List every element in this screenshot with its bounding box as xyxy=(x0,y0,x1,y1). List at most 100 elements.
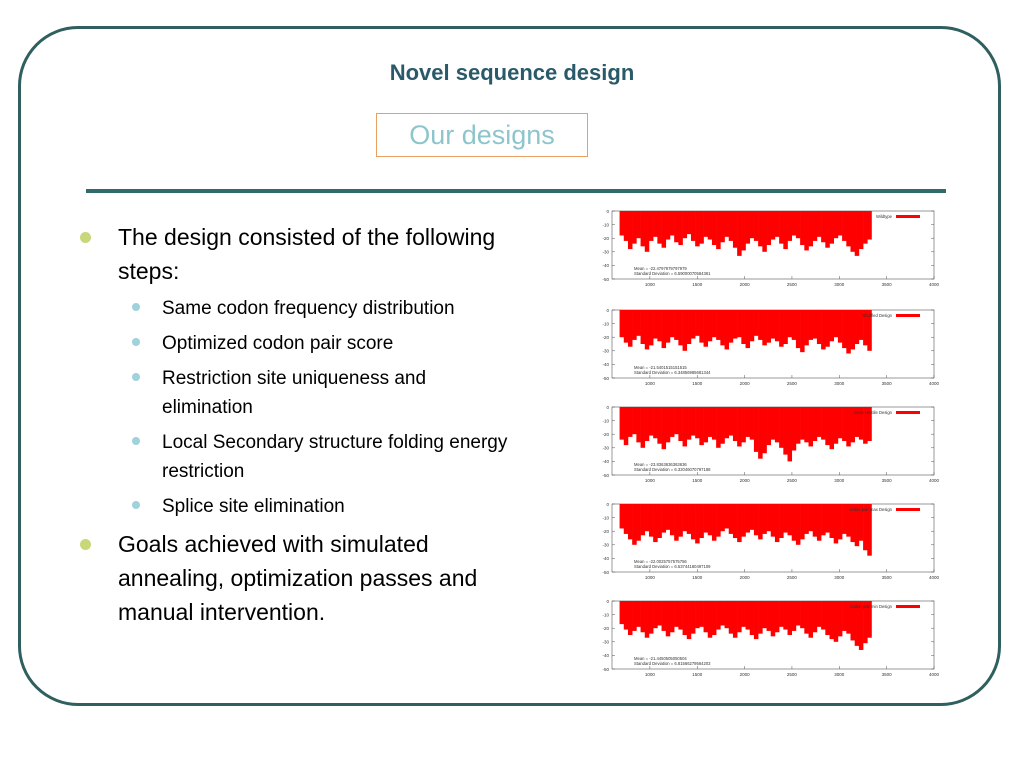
x-tick-label: 3500 xyxy=(882,478,893,483)
y-tick-label: 0 xyxy=(606,209,609,214)
bullet-text: Goals achieved with simulated annealing,… xyxy=(118,531,478,625)
y-tick-label: -30 xyxy=(602,250,609,255)
bar xyxy=(846,601,851,634)
x-tick-label: 1000 xyxy=(645,381,656,386)
bar xyxy=(716,407,721,448)
sd-label: Standard Deviation = 6.32046070797188 xyxy=(634,467,711,472)
bar xyxy=(686,601,692,640)
our-designs-label: Our designs xyxy=(409,119,555,150)
bar xyxy=(821,504,826,536)
bar xyxy=(716,211,721,250)
x-tick-label: 2500 xyxy=(787,672,798,677)
bar xyxy=(850,601,855,641)
bar xyxy=(762,504,767,534)
bar xyxy=(753,211,759,241)
sub-bullet-text: Restriction site uniqueness and eliminat… xyxy=(162,368,427,418)
y-tick-label: -50 xyxy=(602,667,609,672)
bar xyxy=(737,601,742,633)
bar xyxy=(699,310,704,343)
bar xyxy=(724,310,730,350)
bar xyxy=(812,310,818,339)
bar xyxy=(821,601,826,630)
bar xyxy=(644,211,650,252)
x-tick-label: 4000 xyxy=(929,672,940,677)
bar xyxy=(867,211,872,240)
bar xyxy=(720,601,725,626)
x-tick-label: 1000 xyxy=(645,672,656,677)
bar xyxy=(682,211,688,239)
x-tick-label: 2000 xyxy=(740,381,751,386)
bar xyxy=(665,310,671,343)
x-tick-label: 1000 xyxy=(645,575,656,580)
y-tick-label: -20 xyxy=(602,432,609,437)
bar xyxy=(636,601,641,627)
y-tick-label: -40 xyxy=(602,653,609,658)
bar xyxy=(816,407,822,437)
bar xyxy=(619,601,625,625)
sub-bullet-item: Restriction site uniqueness and eliminat… xyxy=(78,364,518,422)
bar xyxy=(632,310,637,340)
bar xyxy=(690,407,696,436)
sub-bullet-dot-icon xyxy=(132,501,140,509)
bar xyxy=(724,211,730,237)
bar xyxy=(678,601,683,630)
bar xyxy=(728,310,734,343)
bar xyxy=(825,504,830,533)
bar xyxy=(678,310,683,346)
bar xyxy=(779,310,784,347)
bar xyxy=(669,310,675,338)
bar xyxy=(737,310,742,338)
bar xyxy=(863,407,868,444)
bar xyxy=(699,407,704,446)
sub-bullet-text: Optimized codon pair score xyxy=(162,333,394,354)
legend-label: Wildtype xyxy=(876,214,893,219)
bar xyxy=(863,601,868,644)
bar xyxy=(774,211,780,237)
bar xyxy=(783,504,788,533)
bar xyxy=(695,601,700,629)
bar xyxy=(623,211,629,241)
bar xyxy=(812,407,818,441)
y-tick-label: -50 xyxy=(602,376,609,381)
bar xyxy=(804,504,809,534)
sd-label: Standard Deviation = 6.34856985681344 xyxy=(634,370,711,375)
bar xyxy=(762,310,767,346)
bar xyxy=(753,407,759,452)
bar xyxy=(766,407,772,446)
bar xyxy=(846,504,851,537)
bar xyxy=(653,310,658,339)
bar xyxy=(850,310,855,350)
bar xyxy=(661,601,667,631)
bar xyxy=(770,407,776,440)
bar xyxy=(854,601,860,646)
y-tick-label: -30 xyxy=(602,640,609,645)
x-tick-label: 3000 xyxy=(834,478,845,483)
bar xyxy=(842,211,847,241)
bar xyxy=(783,601,788,630)
bar xyxy=(669,407,675,437)
x-tick-label: 4000 xyxy=(929,282,940,287)
title-divider xyxy=(86,189,946,193)
y-tick-label: -30 xyxy=(602,543,609,548)
bar xyxy=(753,601,759,640)
bar xyxy=(804,211,809,251)
bar xyxy=(779,211,784,244)
bar xyxy=(749,310,755,342)
sub-bullet-dot-icon xyxy=(132,373,140,381)
bar xyxy=(665,211,671,240)
bar xyxy=(804,310,809,346)
bar xyxy=(800,310,805,353)
bar xyxy=(732,310,738,339)
bar xyxy=(741,504,746,537)
y-tick-label: -40 xyxy=(602,556,609,561)
bar xyxy=(690,310,696,339)
x-tick-label: 4000 xyxy=(929,575,940,580)
bar xyxy=(816,504,822,541)
bar xyxy=(661,407,667,450)
bar xyxy=(640,504,646,536)
bar xyxy=(758,407,763,459)
bar xyxy=(770,504,776,537)
bar xyxy=(825,407,830,446)
bar xyxy=(795,407,801,444)
